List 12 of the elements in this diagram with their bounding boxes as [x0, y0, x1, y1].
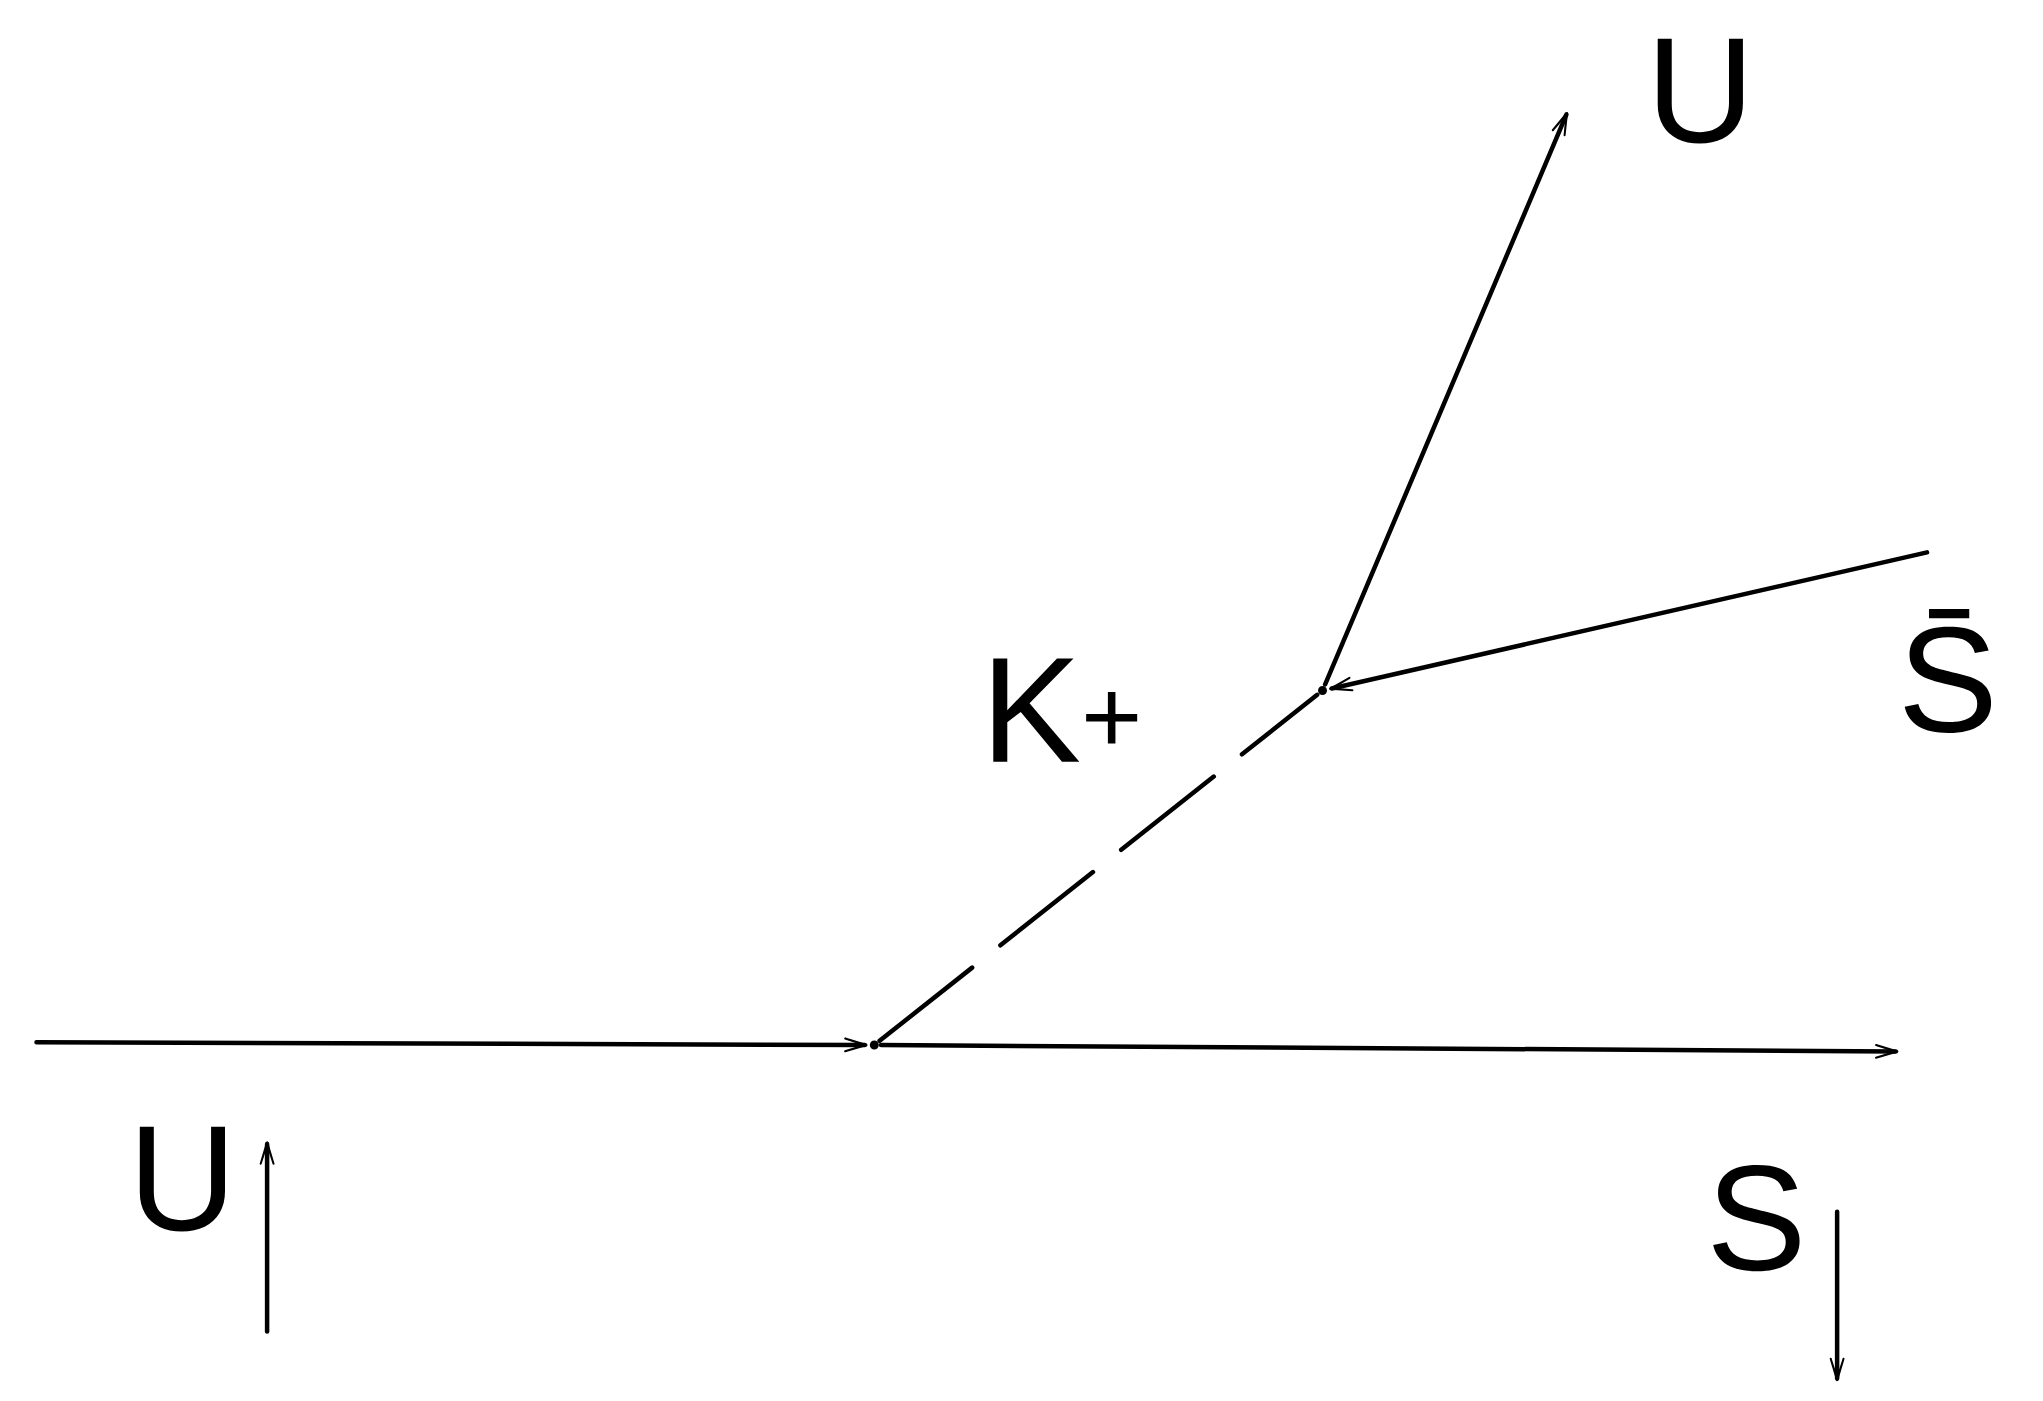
edge-label: U	[126, 1124, 239, 1234]
edge-label: S̄	[1895, 607, 2000, 735]
quark-line	[1329, 550, 1930, 692]
quark-line	[877, 692, 1320, 1044]
edge-label: S	[1704, 1163, 1809, 1274]
quark-line	[34, 1037, 868, 1053]
vertex	[869, 1040, 879, 1050]
edge-label: U	[1644, 36, 1757, 146]
quark-line	[1322, 112, 1569, 687]
vertex	[1318, 686, 1327, 696]
edge-label: K$^{+}$	[979, 656, 1145, 764]
quark-line	[878, 1042, 1899, 1059]
